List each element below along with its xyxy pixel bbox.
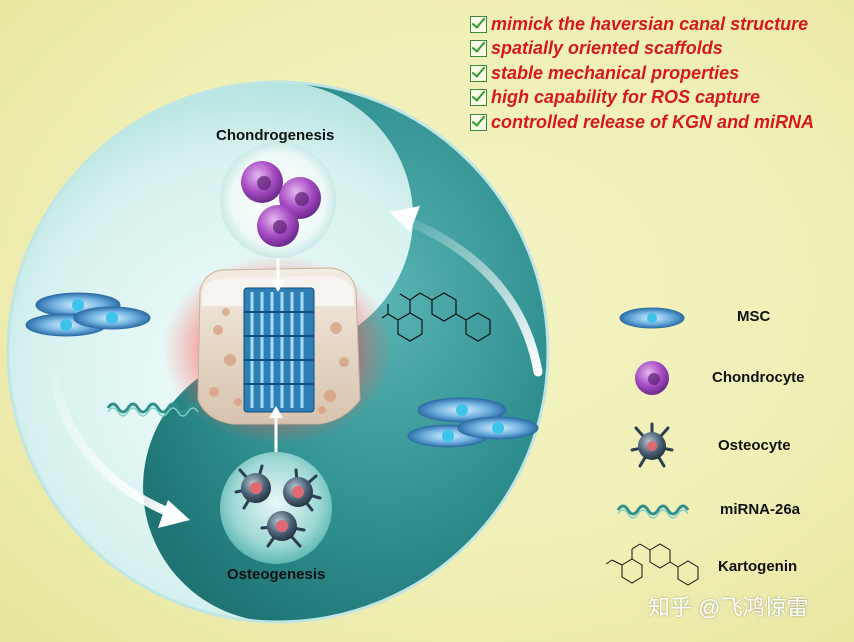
checkbox-checked-icon bbox=[470, 15, 487, 33]
chondrogenesis-label: Chondrogenesis bbox=[216, 127, 335, 144]
watermark: 知乎 @飞鸿惊雷 bbox=[648, 595, 809, 620]
mirna-strand-icon bbox=[616, 504, 690, 519]
legend-label-msc: MSC bbox=[737, 308, 771, 325]
checkbox-checked-icon bbox=[470, 40, 487, 58]
arrow-right-curve bbox=[390, 206, 543, 377]
arrow-left-curve bbox=[47, 365, 190, 528]
legend-label-chondrocyte: Chondrocyte bbox=[712, 369, 805, 386]
checkbox-checked-icon bbox=[470, 89, 487, 107]
checklist-item: stable mechanical properties bbox=[470, 61, 850, 86]
legend-label-kartogenin: Kartogenin bbox=[718, 558, 798, 575]
chondrocyte-cluster bbox=[220, 142, 336, 258]
checklist-text: stable mechanical properties bbox=[491, 62, 740, 83]
checkbox-checked-icon bbox=[470, 113, 487, 131]
msc-cells-right bbox=[407, 397, 539, 448]
checklist-text: controlled release of KGN and miRNA bbox=[491, 111, 815, 132]
osteogenesis-label: Osteogenesis bbox=[227, 566, 326, 583]
mirna-strand bbox=[106, 402, 200, 417]
checkbox-checked-icon bbox=[470, 64, 487, 82]
checklist-item: controlled release of KGN and miRNA bbox=[470, 110, 850, 135]
msc-cell-icon bbox=[619, 307, 685, 329]
feature-checklist: mimick the haversian canal structure spa… bbox=[470, 12, 850, 135]
arrow-osteo-to-scaffold bbox=[269, 406, 283, 452]
msc-cells-left bbox=[25, 292, 151, 337]
checklist-item: high capability for ROS capture bbox=[470, 86, 850, 111]
bone-scaffold-block bbox=[197, 267, 361, 425]
checklist-text: spatially oriented scaffolds bbox=[491, 38, 723, 59]
arrow-chondro-to-scaffold bbox=[271, 258, 285, 292]
osteocyte-cluster bbox=[220, 452, 332, 564]
checklist-item: spatially oriented scaffolds bbox=[470, 37, 850, 62]
legend-label-mirna: miRNA-26a bbox=[720, 501, 801, 518]
kartogenin-molecule bbox=[381, 292, 491, 342]
checklist-item: mimick the haversian canal structure bbox=[470, 12, 850, 37]
checklist-text: mimick the haversian canal structure bbox=[491, 13, 809, 34]
osteocyte-icon bbox=[630, 422, 674, 468]
kartogenin-structure-icon bbox=[605, 543, 699, 586]
chondrocyte-icon bbox=[635, 361, 669, 395]
legend-label-osteocyte: Osteocyte bbox=[718, 437, 791, 454]
checklist-text: high capability for ROS capture bbox=[491, 87, 761, 108]
